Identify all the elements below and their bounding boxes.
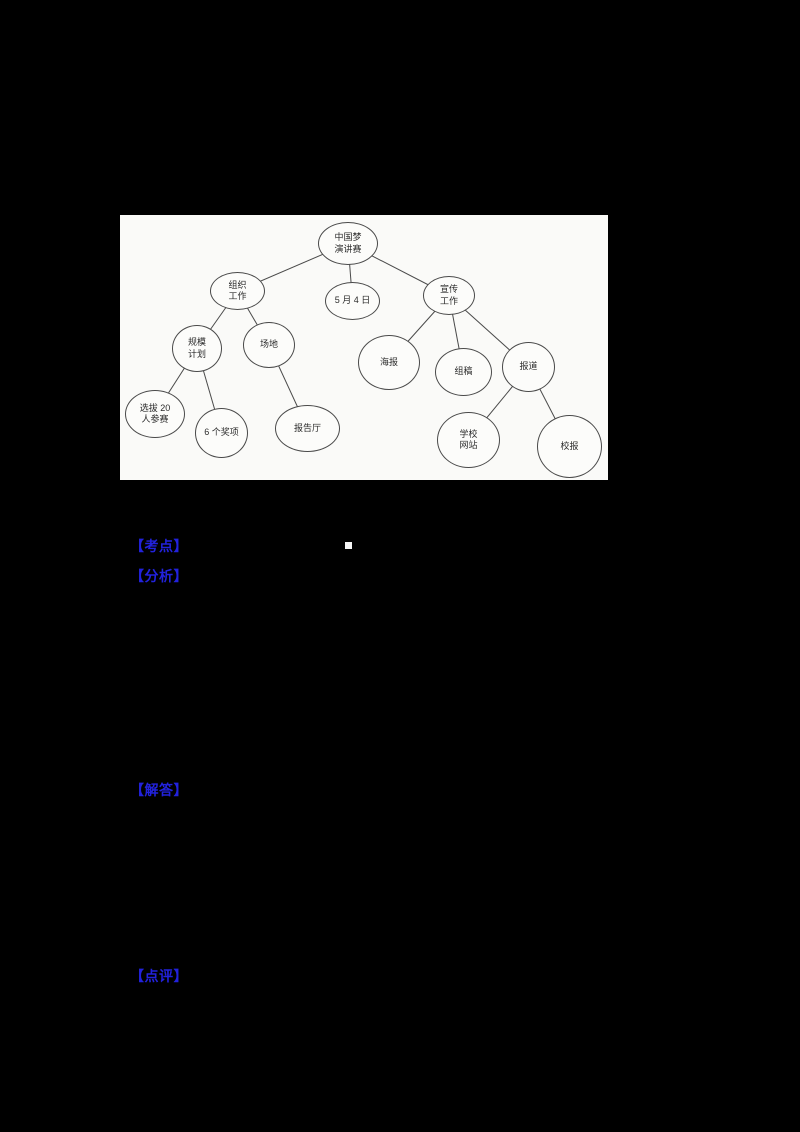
node-scale-plan: 规模 计划: [172, 325, 222, 372]
node-manuscripts: 组稿: [435, 348, 492, 396]
node-venue: 场地: [243, 322, 295, 368]
tag-dianping: 【点评】: [130, 968, 188, 984]
node-select-20: 选拔 20 人参赛: [125, 390, 185, 438]
node-school-website: 学校 网站: [437, 412, 500, 468]
node-publicity: 宣传 工作: [423, 276, 475, 315]
node-coverage: 报道: [502, 342, 555, 392]
tag-kaodian: 【考点】: [130, 538, 188, 554]
inline-image-dot: [345, 542, 352, 549]
node-six-awards: 6 个奖项: [195, 408, 248, 458]
node-contest-root: 中国梦 演讲赛: [318, 222, 378, 265]
node-poster: 海报: [358, 335, 420, 390]
tag-jieda: 【解答】: [130, 782, 188, 798]
node-date: 5 月 4 日: [325, 282, 380, 320]
mindmap-figure: 中国梦 演讲赛 组织 工作 5 月 4 日 宣传 工作 规模 计划 场地 海报 …: [120, 215, 608, 480]
node-school-newspaper: 校报: [537, 415, 602, 478]
node-organization: 组织 工作: [210, 272, 265, 310]
tag-fenxi: 【分析】: [130, 568, 188, 584]
node-lecture-hall: 报告厅: [275, 405, 340, 452]
